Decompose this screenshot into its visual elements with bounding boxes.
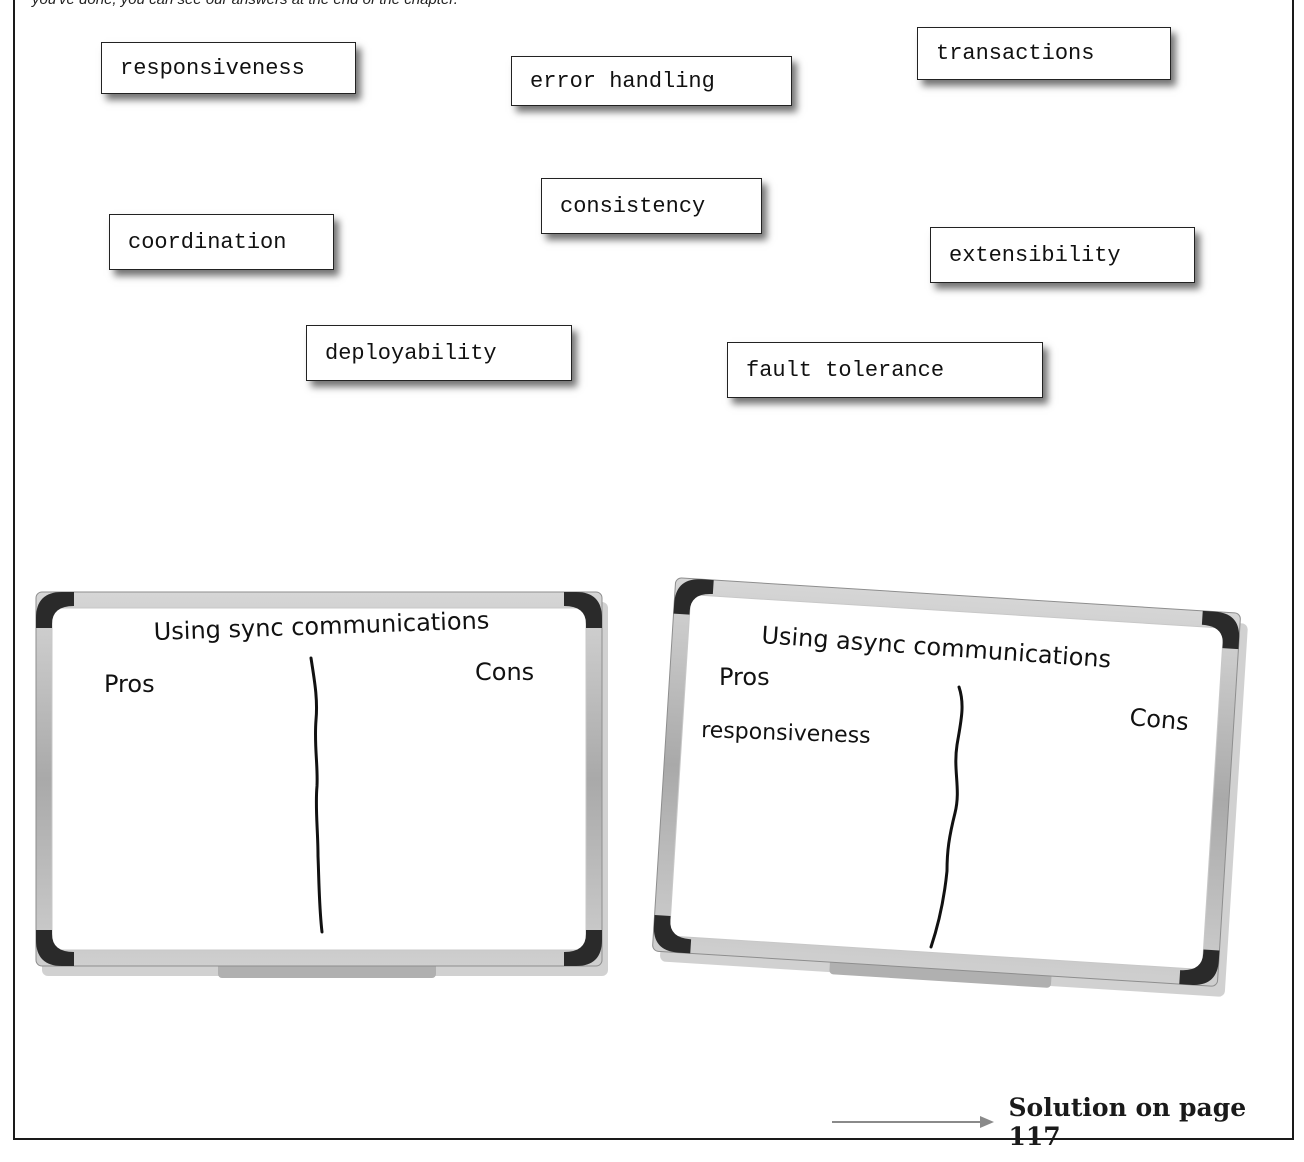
async-board-cons-label: Cons xyxy=(1128,703,1189,736)
sync-board-cons-label: Cons xyxy=(475,658,534,686)
page-frame xyxy=(13,0,1294,1140)
solution-page-link[interactable]: Solution on page 117 xyxy=(1008,1093,1247,1151)
solution-pointer[interactable]: Solution on page 117 xyxy=(832,1093,1304,1151)
sync-board-divider xyxy=(309,656,324,934)
magnet-extensibility[interactable]: extensibility xyxy=(930,227,1195,283)
solution-arrow-line xyxy=(832,1121,981,1123)
intro-text-cutoff: you've done, you can see our answers at … xyxy=(32,0,458,8)
magnet-transactions[interactable]: transactions xyxy=(917,27,1171,80)
magnet-fault-tolerance[interactable]: fault tolerance xyxy=(727,342,1043,398)
sync-board-pros-label: Pros xyxy=(104,670,155,698)
magnet-error-handling[interactable]: error handling xyxy=(511,56,792,106)
async-board-pros-item: responsiveness xyxy=(701,718,871,749)
magnet-responsiveness[interactable]: responsiveness xyxy=(101,42,356,94)
async-board-divider xyxy=(929,685,964,949)
sync-whiteboard: Using sync communications Pros Cons xyxy=(35,591,608,978)
solution-arrow-icon xyxy=(980,1116,995,1128)
magnet-consistency[interactable]: consistency xyxy=(541,178,762,234)
magnet-deployability[interactable]: deployability xyxy=(306,325,572,381)
async-board-pros-label: Pros xyxy=(719,663,770,691)
async-whiteboard: Using async communications Pros responsi… xyxy=(652,577,1248,997)
magnet-coordination[interactable]: coordination xyxy=(109,214,334,270)
